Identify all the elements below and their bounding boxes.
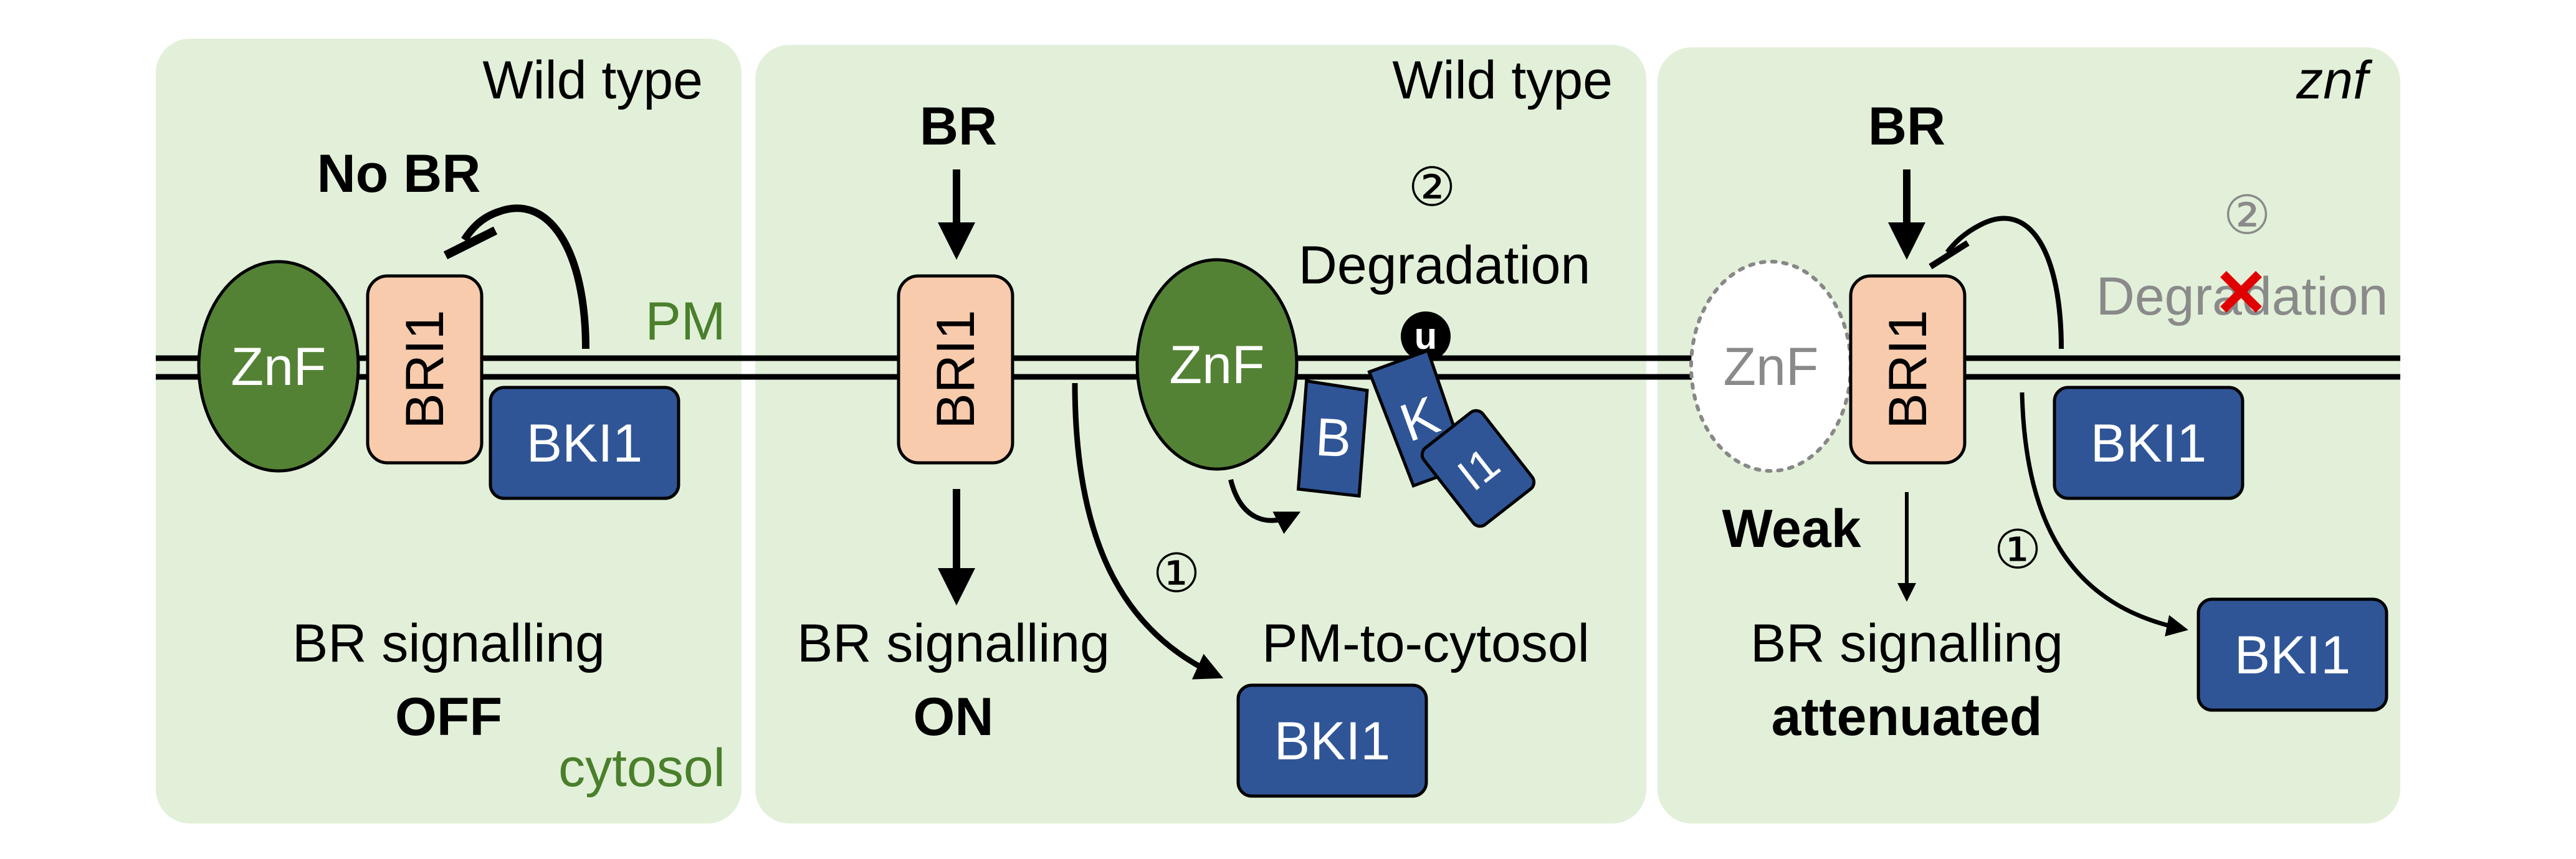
panel-1-outcome-line2: OFF bbox=[395, 687, 502, 747]
panel-3-znf-label: ZnF bbox=[1724, 337, 1819, 397]
panel-2-znf-label: ZnF bbox=[1170, 335, 1265, 395]
fragment-i1: I1 bbox=[1420, 409, 1536, 528]
panel-1-znf-label: ZnF bbox=[231, 337, 327, 397]
panel-3-bki1-pm bbox=[2053, 386, 2244, 500]
panel-2-translocation-label: PM-to-cytosol bbox=[1262, 614, 1590, 673]
panel-2-step2-label: Degradation bbox=[1299, 235, 1591, 295]
panel-3-bri1 bbox=[1849, 274, 1967, 465]
fragment-b: B bbox=[1296, 379, 1369, 498]
panel-3-bki1-cytosol-label: BKI1 bbox=[2235, 625, 2350, 685]
panel-3-step1-marker: ① bbox=[1993, 520, 2041, 580]
panel-2-znf bbox=[1135, 258, 1299, 471]
panel-2-outcome-line1: BR signalling bbox=[797, 614, 1110, 673]
fragment-b-label: B bbox=[1314, 407, 1353, 469]
panel-2-outcome-line2: ON bbox=[914, 687, 994, 747]
panel-1-znf bbox=[197, 260, 360, 473]
panel-3: znf BR ZnF BRI1 ② Degradation BKI1 Weak … bbox=[1689, 50, 2388, 747]
panel-2-degradation-arrow bbox=[1228, 479, 1301, 534]
panel-1-inhibition-arrow bbox=[461, 204, 589, 349]
panel-1-bki1 bbox=[489, 386, 680, 500]
panel-1-stimulus: No BR bbox=[317, 144, 481, 204]
panel-3-bki1-cytosol bbox=[2197, 597, 2388, 712]
panel-2-bki1-cytosol-label: BKI1 bbox=[1274, 711, 1390, 771]
panel-3-outcome-line2: attenuated bbox=[1772, 687, 2043, 747]
panel-2-bri1-label: BRI1 bbox=[926, 310, 986, 429]
panel-3-translocation-arrow bbox=[2020, 392, 2188, 637]
panel-2-step1-marker: ① bbox=[1152, 544, 1200, 604]
panel-1-title: Wild type bbox=[482, 50, 703, 110]
panel-2-bri1 bbox=[897, 274, 1014, 465]
blocked-cross-icon bbox=[2220, 271, 2262, 313]
panel-1-bki1-label: BKI1 bbox=[527, 414, 642, 473]
panel-3-step2-marker: ② bbox=[2223, 186, 2271, 245]
panel-2: Wild type BR BRI1 BR signalling ON ZnF ②… bbox=[797, 50, 1613, 798]
ubiquitin-icon bbox=[1401, 311, 1451, 361]
panel-3-outcome-line1: BR signalling bbox=[1750, 614, 2063, 673]
panel-3-inhibition-bar bbox=[1929, 240, 1970, 270]
panel-1-outcome-line1: BR signalling bbox=[292, 614, 605, 673]
panel-2-step2-marker: ② bbox=[1408, 158, 1456, 217]
panel-3-bri1-label: BRI1 bbox=[1878, 310, 1938, 429]
panel-2-translocation-arrow bbox=[1072, 382, 1224, 680]
panel-1-bri1 bbox=[366, 274, 484, 465]
panel-3-bki1-pm-label: BKI1 bbox=[2091, 414, 2206, 473]
panel-1: Wild type No BR PM ZnF BRI1 BKI1 BR sign… bbox=[197, 50, 726, 798]
panel-3-stimulus: BR bbox=[1868, 97, 1945, 156]
cytosol-label: cytosol bbox=[558, 738, 725, 798]
panel-1-bri1-label: BRI1 bbox=[395, 310, 455, 429]
panel-2-title: Wild type bbox=[1392, 50, 1613, 110]
panel-2-stimulus: BR bbox=[920, 97, 997, 156]
panel-3-title: znf bbox=[2296, 50, 2373, 110]
panel-1-inhibition-bar bbox=[443, 226, 498, 260]
panel-3-weak-label: Weak bbox=[1722, 499, 1861, 559]
panel-2-bki1-cytosol bbox=[1236, 683, 1428, 798]
pm-label: PM bbox=[646, 292, 726, 351]
panel-3-inhibition-arrow bbox=[1945, 216, 2064, 349]
